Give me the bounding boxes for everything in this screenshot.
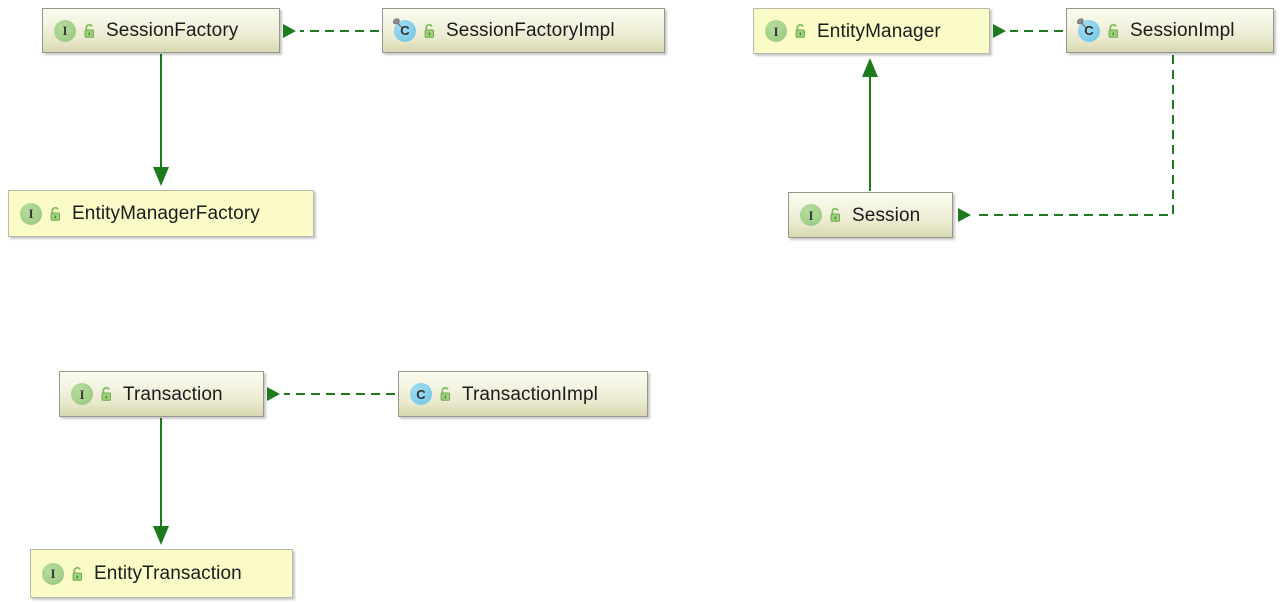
- node-icons: C: [392, 17, 437, 42]
- unlocked-padlock-icon: [424, 23, 434, 38]
- node-transactionimpl[interactable]: C TransactionImpl: [398, 371, 648, 417]
- class-icon-glyph: C: [416, 386, 426, 402]
- class-icon: C: [392, 17, 416, 42]
- unlocked-padlock-icon: [84, 23, 94, 38]
- interface-icon-glyph: I: [808, 207, 814, 223]
- node-sessionfactory[interactable]: I SessionFactory: [42, 8, 280, 53]
- node-icons: I: [765, 20, 808, 42]
- node-transaction[interactable]: I Transaction: [59, 371, 264, 417]
- class-icon-glyph: C: [400, 23, 410, 38]
- node-icons: C: [1076, 17, 1121, 42]
- edge-sessionimpl-to-session: [958, 55, 1174, 222]
- class-icon: C: [1076, 17, 1100, 42]
- unlocked-padlock-icon: [830, 207, 840, 222]
- node-label: SessionFactoryImpl: [446, 20, 615, 41]
- interface-icon-glyph: I: [50, 566, 56, 581]
- interface-icon-glyph: I: [62, 23, 68, 38]
- interface-icon-glyph: I: [773, 23, 779, 39]
- node-icons: I: [54, 19, 97, 42]
- interface-icon: I: [54, 19, 76, 42]
- unlocked-padlock-icon: [795, 23, 805, 38]
- node-label: SessionImpl: [1130, 20, 1235, 41]
- node-sessionfactoryimpl[interactable]: C SessionFactoryImpl: [382, 8, 665, 53]
- unlocked-padlock-icon: [72, 566, 82, 581]
- node-icons: I: [20, 202, 63, 225]
- node-sessionimpl[interactable]: C SessionImpl: [1066, 8, 1274, 53]
- unlocked-padlock-icon: [50, 206, 60, 221]
- interface-icon: I: [42, 562, 64, 585]
- interface-icon: I: [765, 20, 787, 42]
- node-icons: I: [800, 204, 843, 226]
- edge-transactionimpl-to-transaction: [267, 387, 395, 401]
- unlocked-padlock-icon: [101, 386, 111, 401]
- edge-sessionimpl-to-entitymanager: [993, 24, 1063, 38]
- edge-session-to-entitymanager: [862, 58, 878, 191]
- node-entitytransaction[interactable]: I EntityTransaction: [30, 549, 293, 598]
- interface-icon-glyph: I: [28, 206, 34, 221]
- interface-icon-glyph: I: [79, 386, 85, 402]
- interface-icon: I: [800, 204, 822, 226]
- edge-sessionfactoryimpl-to-sessionfactory: [283, 24, 379, 38]
- unlocked-padlock-icon: [440, 386, 450, 401]
- node-label: TransactionImpl: [462, 383, 598, 405]
- node-session[interactable]: I Session: [788, 192, 953, 238]
- node-icons: I: [71, 383, 114, 405]
- interface-icon: I: [20, 202, 42, 225]
- pin-badge-icon: [1076, 17, 1086, 28]
- edge-sessionfactory-to-entitymanagerfactory: [153, 54, 169, 186]
- node-label: EntityManagerFactory: [72, 203, 260, 224]
- node-icons: I: [42, 562, 85, 585]
- node-label: SessionFactory: [106, 20, 239, 41]
- node-entitymanagerfactory[interactable]: I EntityManagerFactory: [8, 190, 314, 237]
- node-label: EntityTransaction: [94, 563, 242, 584]
- unlocked-padlock-icon: [1108, 23, 1118, 38]
- pin-badge-icon: [392, 17, 402, 28]
- node-label: EntityManager: [817, 20, 941, 42]
- class-icon: C: [410, 383, 432, 405]
- node-label: Session: [852, 204, 921, 226]
- class-icon-glyph: C: [1084, 23, 1094, 38]
- interface-icon: I: [71, 383, 93, 405]
- node-icons: C: [410, 383, 453, 405]
- edge-transaction-to-entitytransaction: [153, 418, 169, 545]
- node-entitymanager[interactable]: I EntityManager: [753, 8, 990, 54]
- node-label: Transaction: [123, 383, 223, 405]
